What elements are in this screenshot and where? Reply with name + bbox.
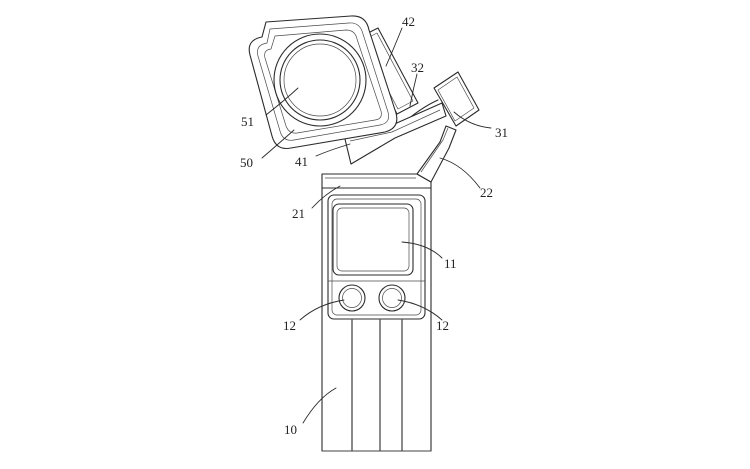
label-32: 32	[411, 60, 424, 75]
display-screen	[332, 203, 414, 276]
label-12-right: 12	[436, 318, 449, 333]
label-51: 51	[241, 114, 254, 129]
label-41: 41	[295, 154, 308, 169]
leader-lines	[261, 27, 492, 424]
label-22: 22	[480, 185, 493, 200]
label-21: 21	[292, 206, 305, 221]
gimbal-base-plate	[321, 173, 432, 189]
label-31: 31	[495, 125, 508, 140]
label-10: 10	[284, 422, 297, 437]
gimbal-arm	[416, 125, 457, 183]
label-12-left: 12	[283, 318, 296, 333]
tilt-motor-housing	[433, 71, 480, 127]
label-42: 42	[402, 14, 415, 29]
camera-lens	[273, 33, 367, 127]
control-button-right	[378, 284, 406, 312]
front-panel	[327, 194, 426, 320]
control-button-left	[338, 284, 366, 312]
label-50: 50	[240, 155, 253, 170]
label-11: 11	[444, 256, 457, 271]
reference-numerals: 42 32 51 31 50 41 22 21 11 12 12 10	[240, 14, 508, 437]
